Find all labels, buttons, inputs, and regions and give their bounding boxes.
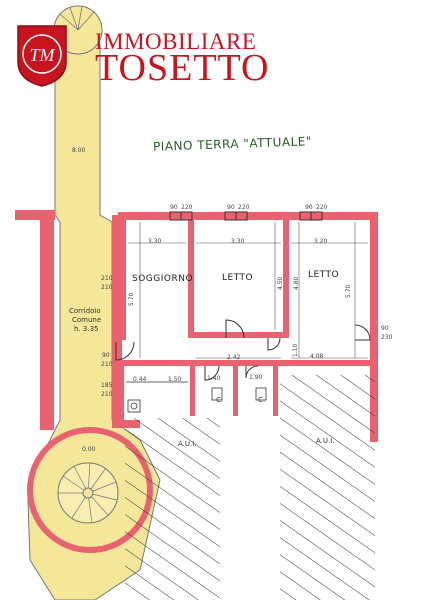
window-width-1: 90 (170, 204, 178, 211)
window-width-3: 90 (305, 204, 313, 211)
dim-480: 4.80 (293, 276, 300, 290)
dim-242: 2.42 (227, 354, 241, 361)
corridor-height: h. 3.35 (74, 325, 99, 333)
room-label-soggiorno: SOGGIORNO (132, 274, 194, 284)
hatched-area-right (280, 375, 375, 600)
area-label-aui-left: A.U.I. (178, 440, 197, 448)
wc-label-1: C. (216, 396, 224, 404)
dimension-lines (128, 222, 368, 359)
dim-408: 4.08 (310, 353, 324, 360)
dim-800: 8.00 (72, 147, 86, 154)
apartment-walls (118, 212, 378, 442)
svg-text:TM: TM (29, 45, 55, 65)
dim-330-b: 3.30 (231, 238, 245, 245)
window-height-2: 220 (238, 204, 250, 211)
doors (115, 319, 371, 381)
hatched-area-left (125, 418, 220, 600)
dim-150: 1.50 (168, 376, 182, 383)
door-dim-90-a: 90 (102, 352, 110, 359)
brand-logo: TM (17, 25, 67, 87)
windows (169, 211, 323, 221)
room-label-letto-2: LETTO (308, 270, 340, 280)
dim-140: 1.40 (207, 375, 221, 382)
area-label-aui-right: A.U.I. (316, 437, 335, 445)
corridor-label-line2: Comune (72, 316, 102, 324)
brand-line1: IMMOBILIARE (95, 29, 257, 54)
dim-320: 3.20 (314, 238, 328, 245)
dim-570-b: 5.70 (345, 284, 352, 298)
door-dim-210-d: 210 (101, 391, 113, 398)
door-dim-210-a: 210 (101, 275, 113, 282)
dim-190: 1.90 (249, 374, 263, 381)
wc-label-2: C. (258, 396, 266, 404)
room-label-letto-1: LETTO (222, 273, 254, 283)
dim-110: 1.10 (292, 343, 299, 357)
dim-000: 0.00 (82, 446, 96, 453)
window-width-2: 90 (227, 204, 235, 211)
dim-570-a: 5.70 (128, 292, 135, 306)
door-dim-185: 185 (101, 382, 113, 389)
brand-name: IMMOBILIARE TOSETTO (95, 30, 270, 87)
door-dim-210-c: 210 (101, 361, 113, 368)
dim-330-a: 3.30 (148, 238, 162, 245)
window-height-1: 220 (181, 204, 193, 211)
dim-044: 0.44 (133, 376, 147, 383)
dim-450: 4.50 (277, 276, 284, 290)
window-height-3: 220 (316, 204, 328, 211)
brand-line2: TOSETTO (95, 47, 270, 89)
door-dim-230-r: 230 (381, 334, 393, 341)
door-dim-210-b: 210 (101, 284, 113, 291)
fixtures (126, 381, 267, 413)
door-dim-90-r: 90 (381, 325, 389, 332)
corridor-label-line1: Corridoio (69, 307, 101, 315)
